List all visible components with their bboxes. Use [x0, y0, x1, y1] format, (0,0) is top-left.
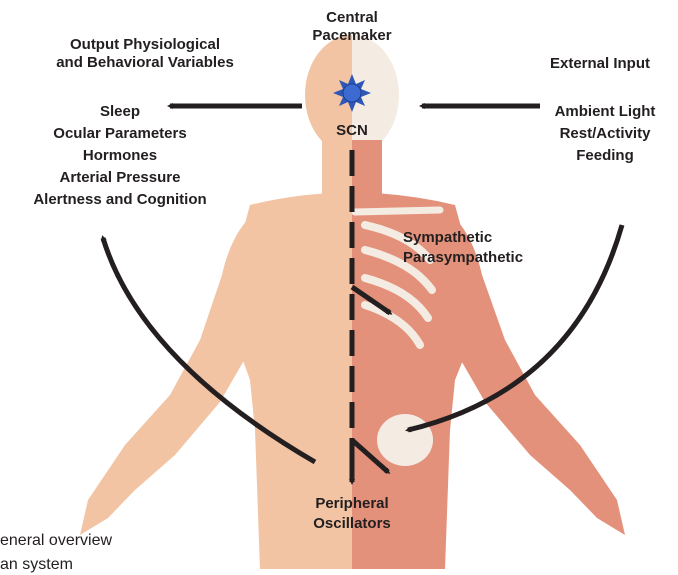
peripheral-line1: Peripheral [300, 494, 404, 514]
caption-line1: eneral overview [0, 531, 112, 551]
output-heading: Output Physiological and Behavioral Vari… [20, 36, 270, 72]
central-line2: Pacemaker [300, 27, 404, 45]
output-item: Hormones [0, 145, 240, 167]
autonomic-label: Sympathetic Parasympathetic [403, 228, 563, 268]
output-item: Ocular Parameters [0, 123, 240, 145]
input-list: Ambient Light Rest/Activity Feeding [535, 101, 675, 167]
input-heading: External Input [530, 55, 670, 73]
central-pacemaker-label: Central Pacemaker [300, 9, 404, 45]
input-item: Ambient Light [535, 101, 675, 123]
output-item: Alertness and Cognition [0, 189, 240, 211]
sympathetic-label: Sympathetic [403, 228, 563, 248]
central-line1: Central [300, 9, 404, 27]
output-item: Arterial Pressure [0, 167, 240, 189]
input-item: Rest/Activity [535, 123, 675, 145]
input-item: Feeding [535, 145, 675, 167]
output-heading-line1: Output Physiological [20, 36, 270, 54]
peripheral-line2: Oscillators [300, 514, 404, 534]
caption-line2: an system [0, 555, 73, 575]
peripheral-label: Peripheral Oscillators [300, 494, 404, 534]
output-item: Sleep [0, 101, 240, 123]
scn-label: SCN [322, 122, 382, 140]
parasympathetic-label: Parasympathetic [403, 248, 563, 268]
output-list: Sleep Ocular Parameters Hormones Arteria… [0, 101, 240, 211]
output-heading-line2: and Behavioral Variables [20, 54, 270, 72]
